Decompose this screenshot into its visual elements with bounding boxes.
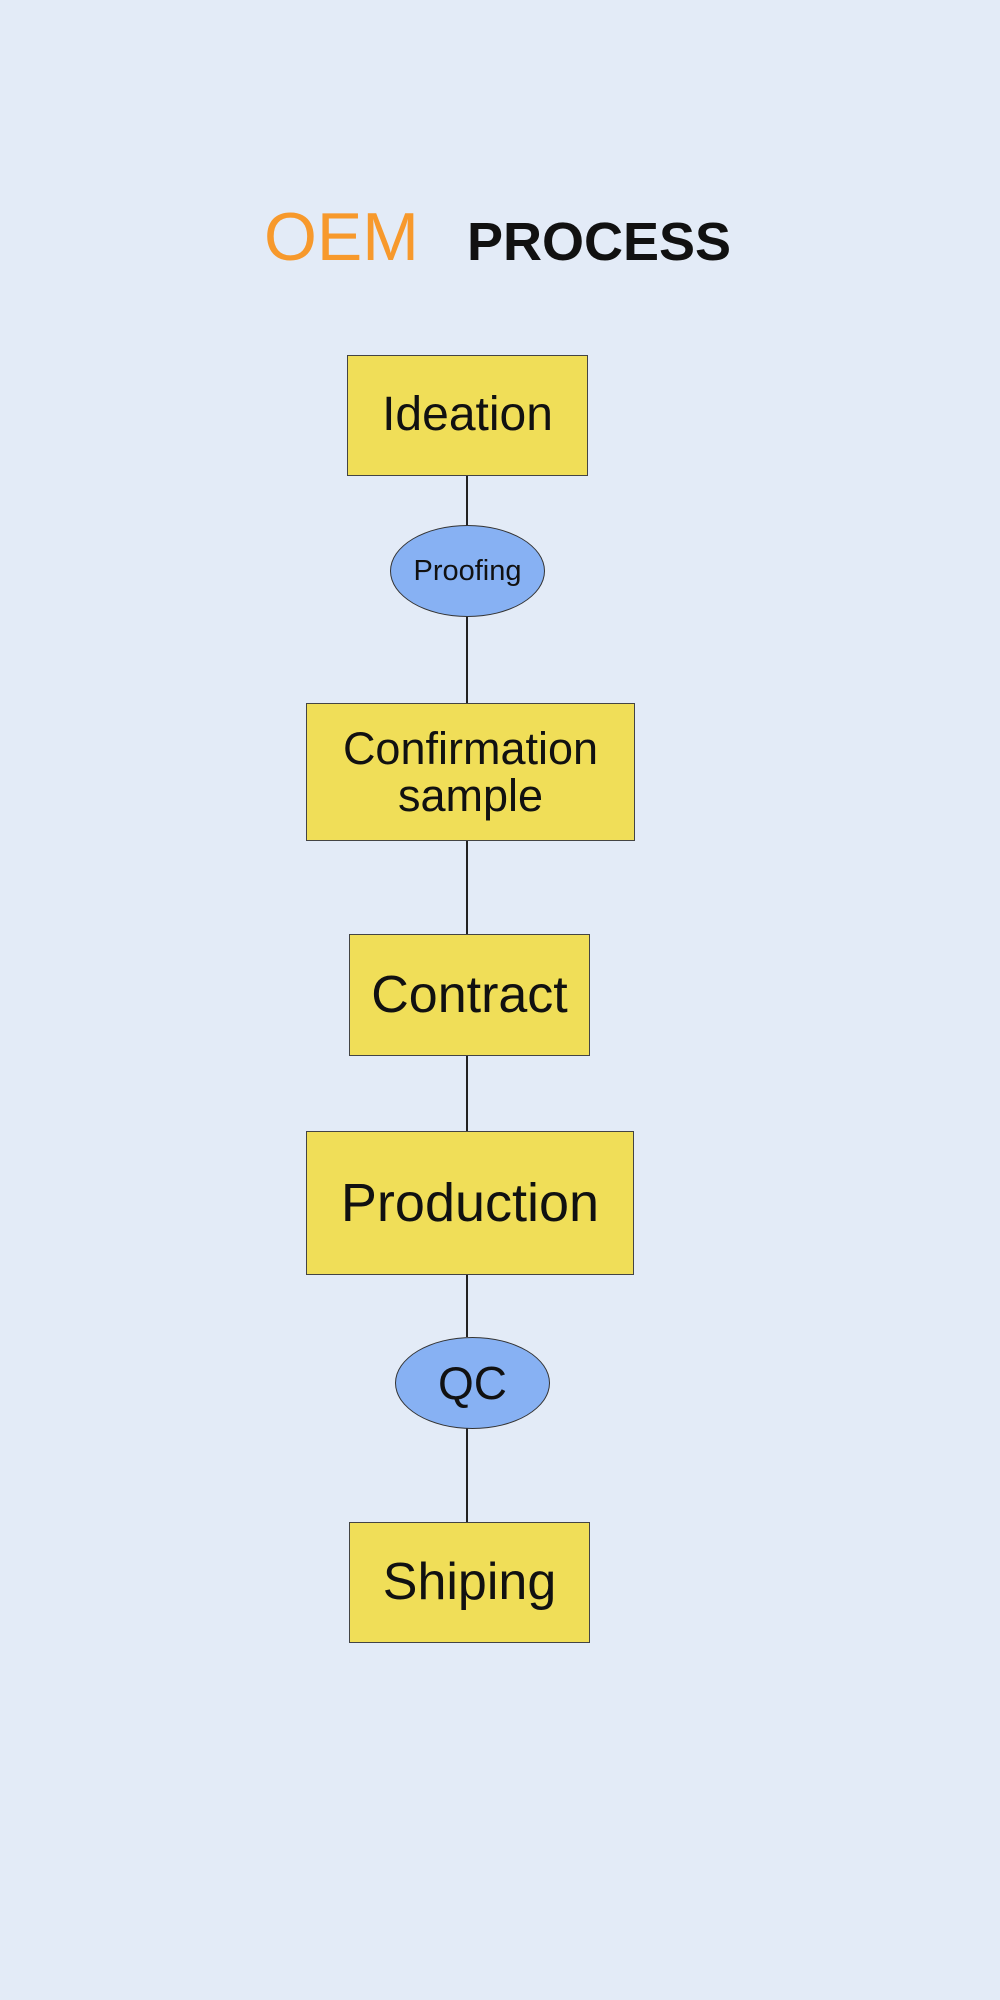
step-contract: Contract <box>349 934 590 1056</box>
title-oem: OEM <box>264 199 419 275</box>
connector-confirmation-contract <box>466 840 468 934</box>
diagram-title: OEM PROCESS <box>0 195 1000 275</box>
step-qc: QC <box>395 1337 550 1429</box>
connector-ideation-proofing <box>466 476 468 526</box>
step-shiping: Shiping <box>349 1522 590 1643</box>
connector-production-qc <box>466 1275 468 1337</box>
connector-contract-production <box>466 1056 468 1131</box>
connector-qc-shiping <box>466 1427 468 1523</box>
title-process: PROCESS <box>467 212 732 272</box>
step-production: Production <box>306 1131 634 1275</box>
connector-proofing-confirmation <box>466 616 468 704</box>
step-ideation: Ideation <box>347 355 588 476</box>
step-confirmation-sample: Confirmation sample <box>306 703 635 841</box>
step-proofing: Proofing <box>390 525 545 617</box>
